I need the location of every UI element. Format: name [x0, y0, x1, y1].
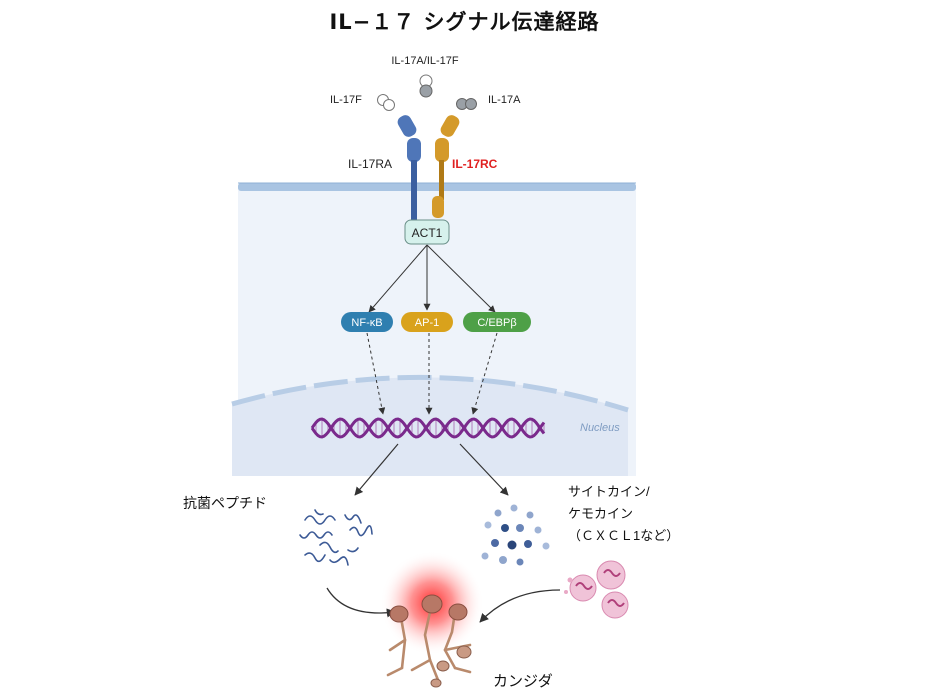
ligand-il17a	[456, 98, 477, 110]
tf-pill-bg	[341, 312, 393, 332]
cytokine-label-line1: サイトカイン/	[568, 484, 650, 499]
arrow-act1-cebpb	[426, 244, 496, 313]
ligand-il17f	[377, 94, 395, 111]
dashed-cebpb-dna	[471, 332, 498, 415]
tf-pill-bg	[401, 312, 453, 332]
candida-cells	[389, 594, 472, 688]
ligand-heterodimer	[419, 74, 433, 98]
tf-pill-label: C/EBPβ	[477, 317, 516, 329]
il17rc-label: IL-17RC	[452, 157, 498, 171]
arrow-dna-cytokine	[459, 443, 509, 496]
act1-box: ACT1	[404, 219, 450, 245]
nucleus-label: Nucleus	[580, 422, 620, 434]
cytokine-dots	[481, 504, 550, 566]
tf-pill-label: AP-1	[415, 317, 439, 329]
arrow-dna-amp	[354, 443, 399, 496]
arrow-neutrophil-candida	[479, 589, 561, 623]
arrow-amp-candida	[326, 587, 396, 618]
candida-label: カンジダ	[493, 673, 553, 690]
candida-hyphae	[386, 610, 472, 682]
cytokine-label-line3: （ＣＸＣＬ1など）	[568, 528, 679, 543]
neutrophils	[564, 560, 629, 619]
cytokine-label-line2: ケモカイン	[568, 506, 633, 521]
arrow-act1-nfkb	[368, 244, 428, 313]
page-title: IL−１７ シグナル伝達経路	[329, 10, 600, 34]
tf-pill-1: AP-1	[401, 312, 453, 332]
tf-pill-2: C/EBPβ	[463, 312, 531, 332]
dashed-nfkb-dna	[366, 332, 386, 415]
ligand-il17a-label: IL-17A	[488, 94, 521, 106]
il17ra-receptor	[397, 115, 421, 222]
antimicrobial-peptides	[299, 509, 373, 566]
tf-pill-bg	[463, 312, 531, 332]
il17rc-receptor	[432, 115, 460, 218]
il17ra-label: IL-17RA	[348, 157, 392, 171]
nuclear-envelope	[231, 374, 629, 413]
dna-helix	[310, 417, 546, 439]
dna-strand-1	[310, 417, 546, 439]
cell-membrane	[238, 183, 636, 191]
act1-label: ACT1	[412, 226, 443, 240]
transcription-factors: NF-κB AP-1 C/EBPβ	[341, 312, 531, 332]
tf-pill-label: NF-κB	[351, 317, 382, 329]
ligand-il17f-label: IL-17F	[330, 94, 362, 106]
tf-pill-0: NF-κB	[341, 312, 393, 332]
ligand-heterodimer-label: IL-17A/IL-17F	[391, 55, 459, 67]
antimicrobial-peptide-label: 抗菌ペプチド	[183, 495, 267, 511]
